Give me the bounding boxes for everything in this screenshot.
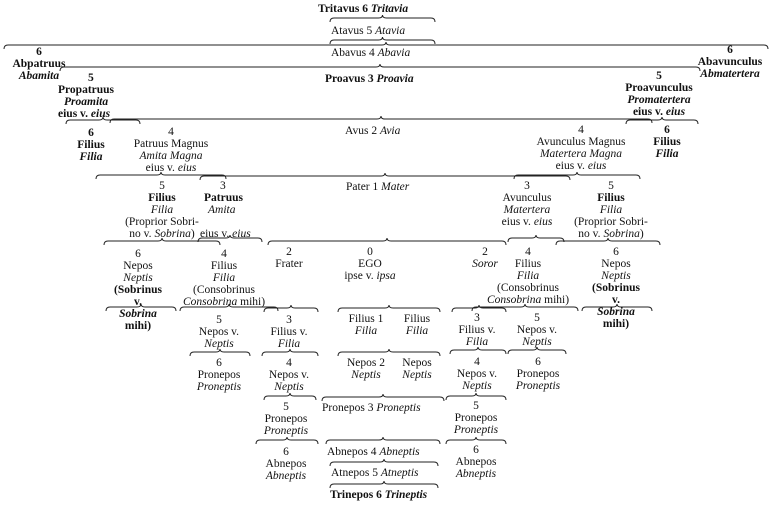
node-abnepos4: Abnepos 4 Abneptis xyxy=(327,446,420,458)
brace-5 xyxy=(625,116,699,125)
node-filius5-left: 5 Filius Filia (Proprior Sobri- no v. So… xyxy=(125,180,199,240)
brace-11 xyxy=(555,237,661,246)
node-atnepos5: Atnepos 5 Atneptis xyxy=(331,467,419,479)
node-proavunculus: 5 Proavunculus Promatertera eius v. eius xyxy=(625,70,693,118)
node-filius1-b: Filius Filia xyxy=(403,313,431,337)
brace-28 xyxy=(445,392,507,401)
brace-8 xyxy=(513,171,641,180)
node-pronepos5-right: 5 Pronepos Proneptis xyxy=(453,400,499,436)
brace-19 xyxy=(263,304,319,313)
brace-0 xyxy=(329,14,436,23)
node-filius4-left: 4 Filius Filia (Consobrinus Consobrina m… xyxy=(182,248,266,308)
brace-7 xyxy=(95,171,227,180)
node-atavus: Atavus 5 Atavia xyxy=(331,25,406,37)
node-patruus-magnus: 4 Patruus Magnus Amita Magna eius v. eiu… xyxy=(133,126,209,174)
brace-23 xyxy=(507,346,567,355)
node-pronepos6-right: 6 Pronepos Proneptis xyxy=(515,356,561,392)
node-nepos5-right: 5 Nepos v. Neptis xyxy=(516,312,558,348)
node-nepos4-left: 4 Nepos v. Neptis xyxy=(268,357,310,393)
brace-33 xyxy=(329,458,439,467)
node-nepos5-left: 5 Nepos v. Neptis xyxy=(198,314,240,350)
brace-13 xyxy=(507,234,565,243)
brace-18 xyxy=(471,303,579,312)
brace-30 xyxy=(255,436,319,445)
node-pronepos3: Pronepos 3 Proneptis xyxy=(322,402,421,414)
node-abpatruus: 6 Abpatruus Abamita xyxy=(12,46,66,82)
node-tritavus: Tritavus 6 Tritavia xyxy=(318,3,409,15)
brace-24 xyxy=(261,348,319,357)
node-ego: 0 EGO ipse v. ipsa xyxy=(344,246,396,282)
brace-14 xyxy=(267,237,507,246)
brace-29 xyxy=(321,393,445,402)
brace-2 xyxy=(3,41,769,50)
brace-26 xyxy=(337,348,441,357)
node-filius6-left: 6 Filius Filia xyxy=(77,127,105,163)
brace-31 xyxy=(445,436,507,445)
node-propatruus: 5 Propatruus Proamita eius v. eius xyxy=(58,72,115,120)
node-avunculus-magnus: 4 Avunculus Magnus Matertera Magna eius … xyxy=(536,124,626,172)
node-frater: 2 Frater xyxy=(275,246,303,270)
node-nepos2-b: Nepos Neptis xyxy=(402,357,432,381)
brace-9 xyxy=(199,172,571,181)
node-avus: Avus 2 Avia xyxy=(345,125,401,137)
brace-1 xyxy=(329,36,436,45)
node-abavus: Abavus 4 Abavia xyxy=(331,47,411,59)
brace-10 xyxy=(103,237,221,246)
brace-34 xyxy=(329,480,439,489)
node-avunculus: 3 Avunculus Matertera eius v. eius xyxy=(501,180,553,228)
node-filius6-right: 6 Filius Filia xyxy=(653,124,681,160)
node-soror: 2 Soror xyxy=(472,246,498,270)
node-filius3-left: 3 Filius v. Filia xyxy=(270,314,308,350)
node-abnepos6-left: 6 Abnepos Abneptis xyxy=(265,446,307,482)
brace-12 xyxy=(197,234,263,243)
node-nepos4-right: 4 Nepos v. Neptis xyxy=(456,356,498,392)
node-pronepos6-left: 6 Pronepos Proneptis xyxy=(196,357,242,393)
node-trinepos6: Trinepos 6 Trineptis xyxy=(330,489,428,501)
brace-16 xyxy=(581,303,653,312)
node-proavus: Proavus 3 Proavia xyxy=(325,73,414,85)
brace-15 xyxy=(105,303,177,312)
brace-25 xyxy=(449,346,507,355)
brace-17 xyxy=(179,303,279,312)
node-filius3-right: 3 Filius v. Filia xyxy=(458,312,496,348)
brace-6 xyxy=(109,115,653,124)
brace-21 xyxy=(337,304,441,313)
brace-3 xyxy=(59,63,701,72)
node-filius1: Filius 1 Filia xyxy=(348,313,384,337)
brace-4 xyxy=(65,116,141,125)
node-pronepos5-left: 5 Pronepos Proneptis xyxy=(263,401,309,437)
node-abavunculus: 6 Abavunculus Abmatertera xyxy=(697,44,763,80)
brace-32 xyxy=(325,436,441,445)
node-nepos6-left: 6 Nepos Neptis (Sobrinus v. Sobrina mihi… xyxy=(114,248,162,332)
brace-20 xyxy=(451,304,507,313)
node-filius4-right: 4 Filius Filia (Consobrinus Consobrina m… xyxy=(486,246,570,306)
node-filius5-right: 5 Filius Filia (Proprior Sobri- no v. So… xyxy=(574,180,648,240)
brace-27 xyxy=(263,392,317,401)
brace-22 xyxy=(189,348,251,357)
node-pater: Pater 1 Mater xyxy=(346,181,410,193)
node-abnepos6-right: 6 Abnepos Abneptis xyxy=(455,444,497,480)
node-nepos6-right: 6 Nepos Neptis (Sobrinus v. Sobrina mihi… xyxy=(592,246,640,330)
node-patruus: 3 Patruus Amita eius v. eius xyxy=(200,180,251,240)
node-nepos2: Nepos 2 Neptis xyxy=(346,357,385,381)
